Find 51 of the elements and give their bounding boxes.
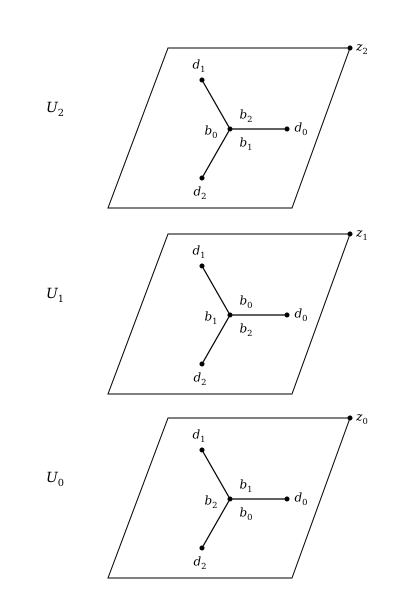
math-label: U$_{1}$ <box>46 287 64 305</box>
dot <box>228 126 232 132</box>
parallelogram <box>108 418 350 578</box>
math-label: b$_{1}$ <box>239 136 253 152</box>
line <box>202 500 230 546</box>
math-label: b$_{1}$ <box>239 478 253 494</box>
math-label: b$_{2}$ <box>239 322 253 338</box>
math-label: d$_{0}$ <box>294 122 308 136</box>
dot <box>200 264 204 268</box>
dot <box>228 312 232 318</box>
math-label: b$_{1}$ <box>204 310 218 326</box>
parallelogram <box>108 48 350 208</box>
math-label: b$_{0}$ <box>204 124 218 140</box>
math-label: z$_{2}$ <box>356 40 368 56</box>
dot <box>200 78 204 82</box>
line <box>202 452 230 498</box>
math-label: U$_{2}$ <box>46 101 64 119</box>
math-label: d$_{2}$ <box>193 556 207 570</box>
line <box>232 498 284 500</box>
line <box>202 130 230 176</box>
dot <box>348 232 352 236</box>
math-label: d$_{0}$ <box>294 308 308 322</box>
dot <box>200 176 204 180</box>
math-label: d$_{2}$ <box>193 372 207 386</box>
math-label: d$_{1}$ <box>192 58 206 74</box>
math-label: b$_{2}$ <box>204 494 218 510</box>
line <box>232 314 284 316</box>
math-label: U$_{0}$ <box>46 471 64 489</box>
line <box>232 128 284 130</box>
math-label: b$_{0}$ <box>239 506 253 522</box>
dot <box>200 546 204 550</box>
dot <box>284 496 290 502</box>
dot <box>200 362 204 366</box>
dot <box>284 312 290 318</box>
line <box>202 82 230 128</box>
math-label: d$_{1}$ <box>192 244 206 260</box>
math-label: b$_{2}$ <box>239 108 253 124</box>
math-label: d$_{0}$ <box>294 492 308 506</box>
line <box>202 316 230 362</box>
dot <box>200 448 204 452</box>
dot <box>348 46 352 50</box>
dot <box>348 416 352 420</box>
line <box>202 268 230 314</box>
dot <box>228 496 232 502</box>
math-label: d$_{1}$ <box>192 428 206 444</box>
math-label: z$_{0}$ <box>356 410 368 426</box>
math-label: z$_{1}$ <box>356 226 368 242</box>
dot <box>284 126 290 132</box>
parallelogram <box>108 234 350 394</box>
math-label: d$_{2}$ <box>193 186 207 200</box>
math-label: b$_{0}$ <box>239 294 253 310</box>
